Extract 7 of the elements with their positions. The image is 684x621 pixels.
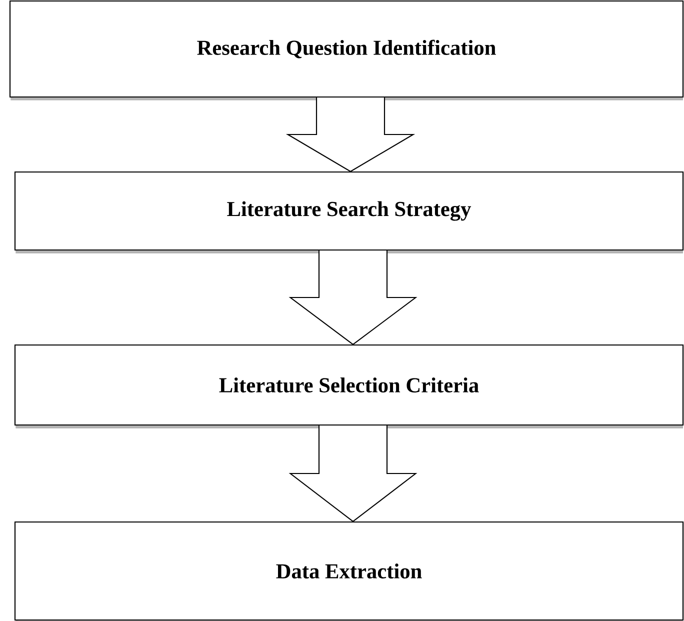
process-box: Research Question Identification: [9, 0, 684, 100]
process-box: Literature Search Strategy: [14, 171, 684, 254]
process-box: Data Extraction: [14, 521, 684, 621]
block-arrow: [286, 97, 416, 172]
process-box: Literature Selection Criteria: [14, 344, 684, 428]
block-arrow: [288, 250, 418, 346]
block-arrow: [288, 425, 418, 522]
